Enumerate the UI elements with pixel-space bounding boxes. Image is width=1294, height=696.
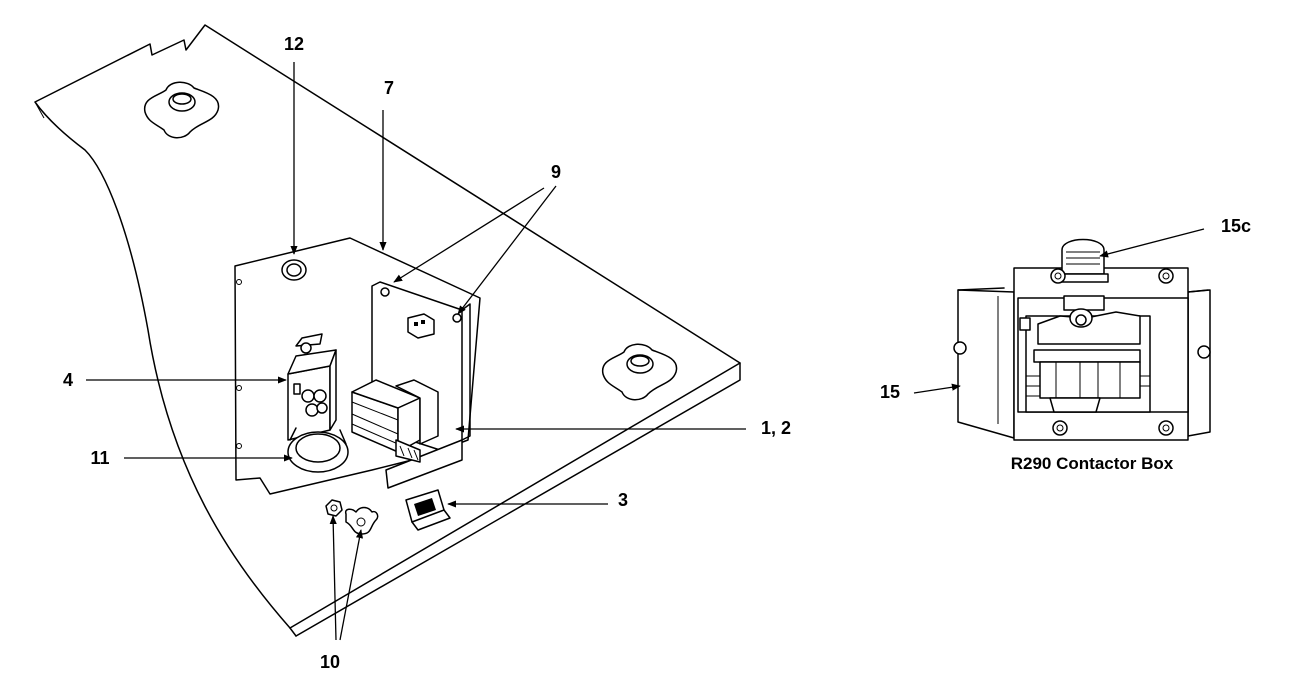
contactor-box xyxy=(953,238,1211,441)
knob-left xyxy=(143,81,220,139)
leader-10a xyxy=(329,515,337,641)
wing-nut xyxy=(344,506,379,535)
callout-9: 9 xyxy=(551,162,561,182)
leader-15c xyxy=(1099,228,1205,258)
leader-lines xyxy=(86,62,1205,641)
callout-1-2: 1, 2 xyxy=(761,418,791,438)
callout-15c: 15c xyxy=(1221,216,1251,236)
callout-12: 12 xyxy=(284,34,304,54)
base-panel xyxy=(34,24,741,637)
leader-9a xyxy=(393,187,545,283)
callout-3: 3 xyxy=(618,490,628,510)
callout-11: 11 xyxy=(90,448,109,468)
contactor-box-caption: R290 Contactor Box xyxy=(1011,454,1174,473)
hex-nut xyxy=(325,499,343,517)
rocker-switch xyxy=(405,489,451,531)
strain-relief-ring xyxy=(287,427,349,473)
knob-right xyxy=(601,343,678,401)
callout-7: 7 xyxy=(384,78,394,98)
control-board xyxy=(351,281,471,489)
leader-15 xyxy=(913,383,961,394)
callout-4: 4 xyxy=(63,370,73,390)
leader-10b xyxy=(339,529,364,641)
callout-10: 10 xyxy=(320,652,340,672)
leader-9b xyxy=(457,185,557,315)
callout-15: 15 xyxy=(880,382,900,402)
terminal-block xyxy=(287,333,337,441)
